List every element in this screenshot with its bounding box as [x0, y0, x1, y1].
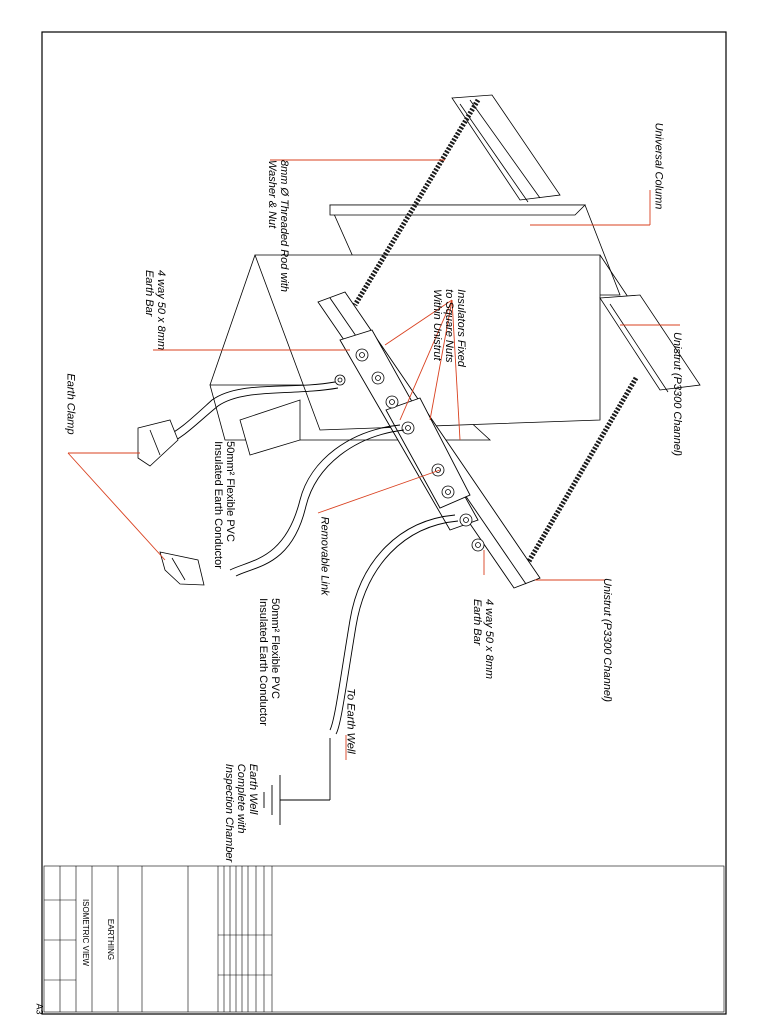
earth-well-symbol	[263, 738, 331, 825]
label-unistrut-bottom: Unistrut (P3300 Channel)	[601, 577, 614, 703]
label-universal-column: Universal Column	[652, 122, 665, 210]
unistrut-channel-top	[451, 94, 561, 203]
project-title: EARTHING	[106, 918, 116, 961]
label-earth-clamp: Earth Clamp	[64, 373, 77, 435]
sheet-size: A3	[34, 1003, 45, 1015]
drawing-title: ISOMETRIC VIEW	[81, 898, 91, 967]
earth-conductors	[159, 381, 459, 735]
label-unistrut-top: Unistrut (P3300 Channel)	[671, 331, 684, 457]
earth-bar-bolts	[334, 348, 485, 552]
label-to-earth-well: To Earth Well	[344, 688, 357, 754]
leader-lines	[67, 159, 680, 760]
unistrut-channel-right	[599, 294, 701, 393]
earth-clamps	[137, 419, 205, 586]
threaded-rods	[352, 98, 639, 582]
title-block	[43, 865, 725, 1013]
sheet-border	[41, 31, 727, 1015]
label-removable-link: Removable Link	[318, 516, 331, 596]
